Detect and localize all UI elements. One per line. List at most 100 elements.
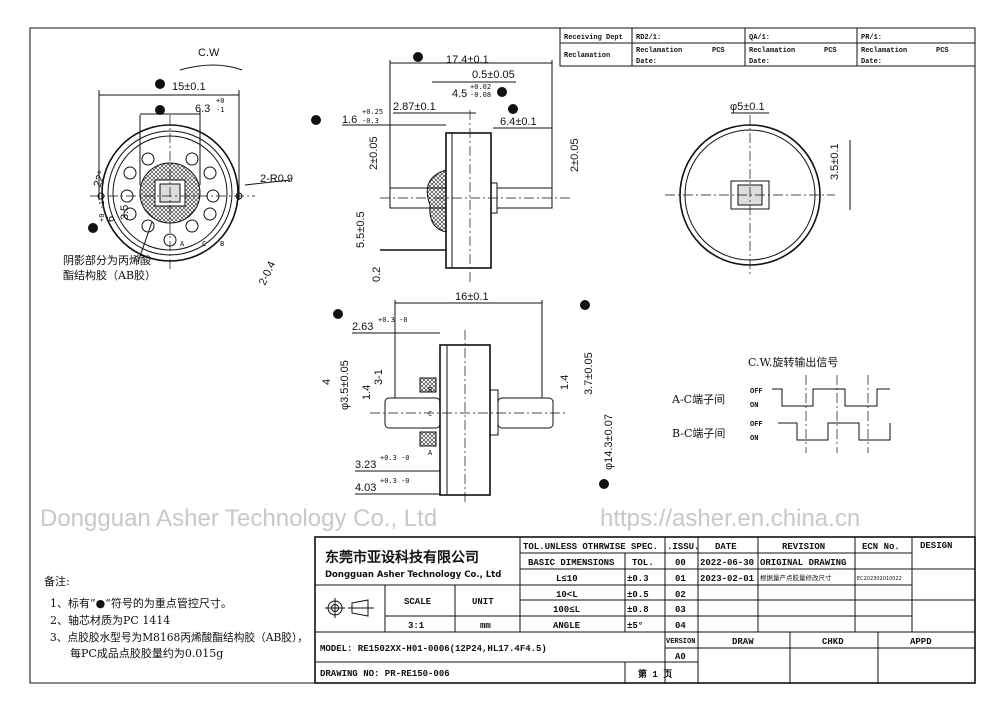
scale-label: SCALE <box>404 597 432 607</box>
dim-18: 1.4 <box>559 375 571 390</box>
signal-bc-waveform <box>778 422 891 441</box>
draw-header: DRAW <box>732 637 754 647</box>
dim-27-angle: 22° <box>92 169 109 189</box>
ecn-header: ECN No. <box>862 542 900 552</box>
pcs-cell: PCS <box>936 47 949 55</box>
dim-19: 4 <box>321 379 333 385</box>
tol-value: ±0.3 <box>627 574 649 584</box>
watermark-company: Dongguan Asher Technology Co., Ltd <box>40 505 437 532</box>
revision-date: 2023-02-01 <box>700 574 755 584</box>
tol-value: ±0.8 <box>627 605 649 615</box>
scale-value: 3:1 <box>408 621 425 631</box>
reclamation-cell: Reclamation <box>636 47 682 55</box>
date-cell: Date: <box>749 58 770 66</box>
note-item: 2、轴芯材质为PC 1414 <box>50 613 170 627</box>
dim-6: 0.5±0.05 <box>472 69 515 81</box>
dim-26-tol-up: +0 <box>216 97 224 105</box>
unit-label: UNIT <box>472 597 494 607</box>
dim-1: 3.5±0.1 <box>829 143 841 180</box>
note-item: 1、标有”●“符号的为重点管控尺寸。 <box>50 596 232 610</box>
notes: 备注: 1、标有”●“符号的为重点管控尺寸。 2、轴芯材质为PC 1414 3、… <box>44 574 308 660</box>
issue-number: 00 <box>675 558 686 568</box>
dim-14-tol: +0.3 -0 <box>378 316 408 324</box>
pcs-cell: PCS <box>824 47 837 55</box>
revision-text: 根据量产点胶量修改尺寸 <box>760 573 832 582</box>
issue-number: 01 <box>675 574 686 584</box>
dim-7-tol-up: +0.02 <box>470 83 491 91</box>
rotation-arrow-icon <box>179 64 243 71</box>
tol-range: L≤10 <box>556 574 578 584</box>
signal-title: C.W.旋转输出信号 <box>748 355 838 369</box>
design-header: DESIGN <box>920 541 952 551</box>
company-name-cn: 东莞市亚设科技有限公司 <box>325 549 479 566</box>
bottom-view: 16±0.1 2.63 +0.3 -0 3-1 1.4 φ3.5±0.05 4 … <box>321 291 615 505</box>
signal-bc-on: ON <box>750 435 758 443</box>
model-number: MODEL: RE1502XX-H01-0006(12P24,HL17.4F4.… <box>320 644 547 654</box>
dim-24: φ14.3±0.07 <box>603 414 615 470</box>
terminal-b: B <box>220 240 224 248</box>
dim-7-tol-dn: -0.08 <box>470 91 491 99</box>
basic-dims-header: BASIC DIMENSIONS <box>528 558 615 568</box>
rd2-label: RD2/1: <box>636 34 661 42</box>
tol-header: TOL.UNLESS OTHRWISE SPEC. <box>523 542 658 552</box>
signal-diagram: C.W.旋转输出信号 A-C端子间 OFF ON B-C端子间 OFF ON <box>671 355 891 453</box>
revision-date: 2022-06-30 <box>700 558 754 568</box>
signal-bc-label: B-C端子间 <box>672 427 725 440</box>
dim-26: 6.3 <box>195 103 210 115</box>
tol-value: ±0.5 <box>627 590 649 600</box>
dim-21: 4.03 <box>355 482 376 494</box>
signal-ac-waveform <box>772 388 890 407</box>
note-item: 每PC成品点胶胶量约为0.015g <box>70 646 223 660</box>
dim-3: 2±0.05 <box>569 138 581 172</box>
appd-header: APPD <box>910 637 932 647</box>
qa-label: QA/1: <box>749 34 770 42</box>
dim-12: 0.2 <box>371 267 383 282</box>
pr-label: PR/1: <box>861 34 882 42</box>
page-number: 第 1 页 <box>638 668 672 680</box>
rotation-label: C.W <box>198 47 220 59</box>
dim-15: 3-1 <box>373 369 385 385</box>
dim-17: φ3.5±0.05 <box>339 360 351 410</box>
tol-range: ANGLE <box>553 621 581 631</box>
dim-26-tol-dn: -1 <box>216 106 224 114</box>
dim-8: 2.87±0.1 <box>393 101 436 113</box>
reclamation-label: Reclamation <box>564 52 610 60</box>
issue-number: 02 <box>675 590 686 600</box>
dim-13: 16±0.1 <box>455 291 489 303</box>
signal-ac-off: OFF <box>750 388 763 396</box>
reclamation-cell: Reclamation <box>749 47 795 55</box>
adhesive-note-2: 酯结构胶（AB胶） <box>63 268 156 282</box>
dim-28-tol: +0 -1 <box>98 201 106 222</box>
dim-20: 3.23 <box>355 459 376 471</box>
dim-28: 6 <box>105 216 117 222</box>
unit-value: mm <box>480 621 491 631</box>
issue-number: 03 <box>675 605 686 615</box>
right-view: φ5±0.1 3.5±0.1 <box>665 101 851 275</box>
dim-14: 2.63 <box>352 321 373 333</box>
revision-ecn: EC202302010022 <box>857 576 902 582</box>
dim-9-tol-up: +0.25 <box>362 108 383 116</box>
terminal-c: C <box>202 240 206 248</box>
version-label: VERSION <box>666 638 695 646</box>
company-name-en: Dongguan Asher Technology Co., Ltd <box>325 570 501 580</box>
note-item: 3、点胶胶水型号为M8168丙烯酸酯结构胶（AB胶）， <box>50 630 308 644</box>
signal-ac-label: A-C端子间 <box>671 393 725 406</box>
dim-9-tol-dn: -0.3 <box>362 117 379 125</box>
dim-4: 6.4±0.1 <box>500 116 537 128</box>
version-value: A0 <box>675 652 686 662</box>
dim-5: 17.4±0.1 <box>446 54 489 66</box>
terminal-a: A <box>428 449 433 457</box>
terminal-c: C <box>428 410 432 418</box>
front-view: C.W 15±0.1 6.3 +0 -1 22° 6 +0 -1 <box>63 47 293 287</box>
date-cell: Date: <box>861 58 882 66</box>
dim-16: 1.4 <box>361 385 373 400</box>
dim-2: φ5±0.1 <box>730 101 765 113</box>
adhesive-note-1: 阴影部分为丙烯酸 <box>63 253 151 267</box>
dim-21-tol: +0.3 -0 <box>380 477 410 485</box>
issu-header: .ISSU. <box>667 542 699 552</box>
dim-small: 3.5 <box>119 205 131 220</box>
dim-11: 5.5±0.5 <box>355 211 367 248</box>
date-cell: Date: <box>636 58 657 66</box>
